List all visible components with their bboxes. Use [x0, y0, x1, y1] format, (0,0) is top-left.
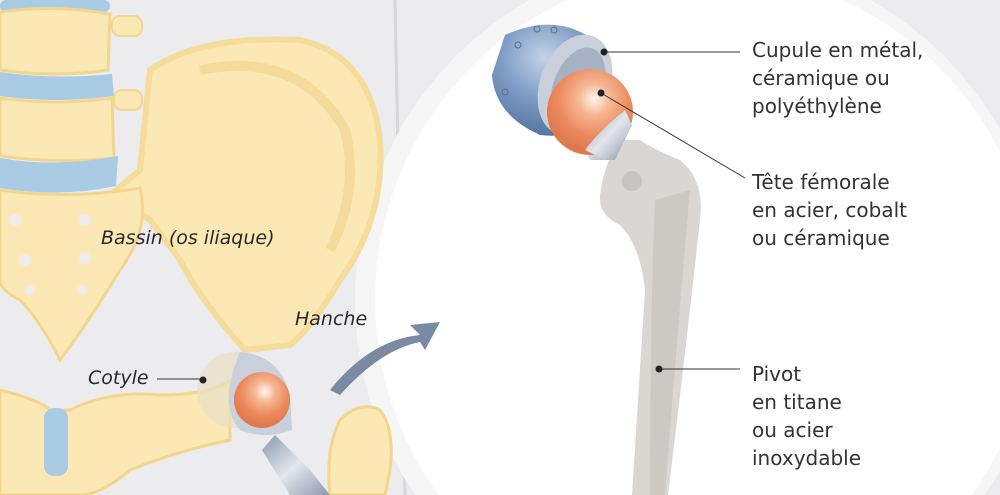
arrow-icon: [330, 322, 440, 395]
cup-label: Cupule en métal, céramique ou polyéthylè…: [752, 38, 924, 118]
implanted-prosthesis: [197, 352, 330, 495]
pelvis-label: Bassin (os iliaque): [101, 227, 275, 249]
callout-lines: [157, 48, 746, 384]
hip-label: Hanche: [295, 308, 368, 330]
spine: [0, 0, 143, 193]
zoomed-prosthesis: [492, 24, 701, 495]
pelvis: [0, 36, 393, 495]
femoral-head-label: Tête fémorale en acier, cobalt ou cérami…: [752, 170, 907, 250]
stem-label: Pivot en titane ou acier inoxydable: [752, 362, 862, 470]
acetabulum-label: Cotyle: [88, 367, 149, 389]
